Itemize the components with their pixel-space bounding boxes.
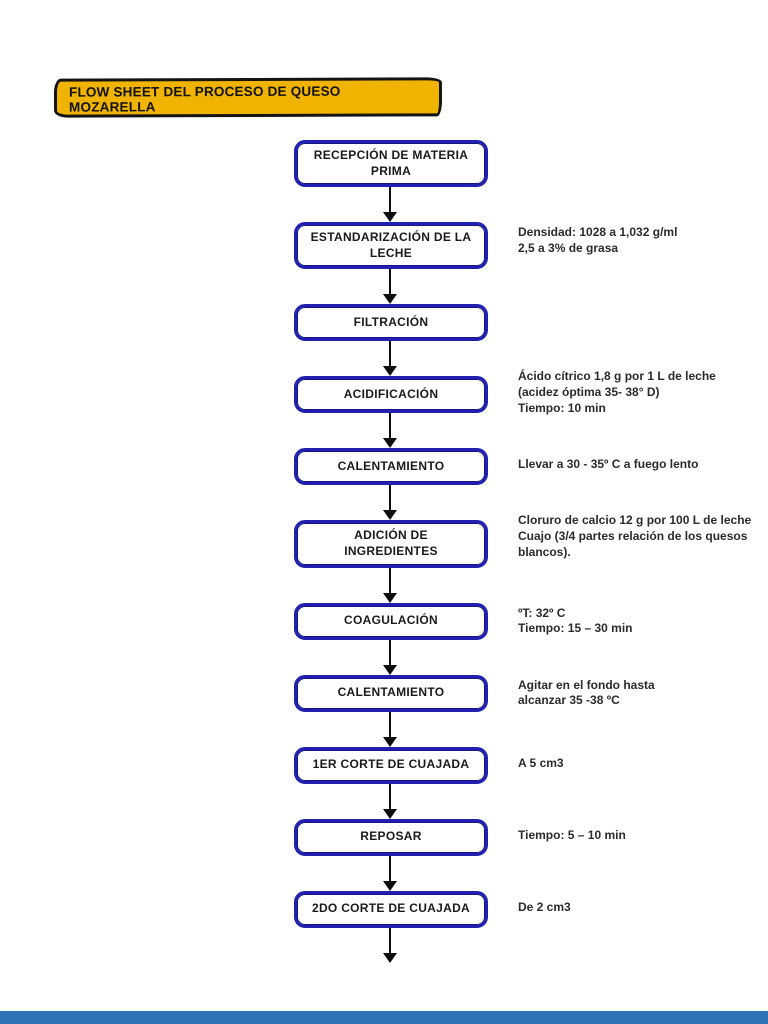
down-arrow-final <box>0 927 768 963</box>
flow-step-adicion-ingredientes: ADICIÓN DE INGREDIENTES Cloruro de calci… <box>0 513 768 568</box>
flow-step-estandarizacion: ESTANDARIZACIÓN DE LA LECHE Densidad: 10… <box>0 222 768 270</box>
arrow-head-icon <box>383 212 397 223</box>
down-arrow <box>0 341 768 377</box>
arrow-line <box>389 485 391 512</box>
title-banner: FLOW SHEET DEL PROCESO DE QUESO MOZARELL… <box>53 77 443 118</box>
down-arrow <box>0 855 768 891</box>
down-arrow <box>0 567 768 603</box>
process-box-label: CALENTAMIENTO <box>337 459 445 474</box>
process-note: Agitar en el fondo hasta alcanzar 35 -38… <box>518 677 655 708</box>
process-box: ADICIÓN DE INGREDIENTES <box>294 520 488 568</box>
process-box-label: 1ER CORTE DE CUAJADA <box>312 757 470 772</box>
arrow-line <box>389 639 391 666</box>
process-box: ESTANDARIZACIÓN DE LA LECHE <box>294 222 488 270</box>
process-note: Ácido cítrico 1,8 g por 1 L de leche (ac… <box>518 369 716 416</box>
arrow-head-icon <box>383 592 397 603</box>
flow-step-segundo-corte: 2DO CORTE DE CUAJADA De 2 cm3 <box>0 890 768 928</box>
arrow-head-icon <box>383 808 397 819</box>
process-box: ACIDIFICACIÓN <box>294 376 488 414</box>
process-box-label: FILTRACIÓN <box>353 315 429 330</box>
flow-step-primer-corte: 1ER CORTE DE CUAJADA A 5 cm3 <box>0 746 768 784</box>
process-note: Tiempo: 5 – 10 min <box>518 827 626 842</box>
process-box: REPOSAR <box>294 818 488 856</box>
process-box-label: ACIDIFICACIÓN <box>343 387 439 402</box>
down-arrow <box>0 485 768 521</box>
arrow-line <box>389 413 391 440</box>
arrow-head-icon <box>383 438 397 449</box>
flow-step-calentamiento-2: CALENTAMIENTO Agitar en el fondo hasta a… <box>0 674 768 712</box>
arrow-head-icon <box>383 880 397 891</box>
process-box: RECEPCIÓN DE MATERIA PRIMA <box>294 140 488 188</box>
process-note: ºT: 32º C Tiempo: 15 – 30 min <box>518 605 633 636</box>
page-title: FLOW SHEET DEL PROCESO DE QUESO MOZARELL… <box>68 83 341 115</box>
process-note: De 2 cm3 <box>518 899 571 914</box>
next-page-edge <box>0 1011 768 1024</box>
flow-step-coagulacion: COAGULACIÓN ºT: 32º C Tiempo: 15 – 30 mi… <box>0 602 768 640</box>
flowchart: RECEPCIÓN DE MATERIA PRIMA ESTANDARIZACI… <box>0 140 768 963</box>
down-arrow <box>0 187 768 223</box>
down-arrow <box>0 711 768 747</box>
flow-step-calentamiento-1: CALENTAMIENTO Llevar a 30 - 35º C a fueg… <box>0 448 768 486</box>
arrow-line <box>389 855 391 882</box>
down-arrow <box>0 413 768 449</box>
arrow-line <box>389 927 391 954</box>
process-box-label: 2DO CORTE DE CUAJADA <box>311 901 470 916</box>
arrow-line <box>389 341 391 368</box>
process-box-label: ESTANDARIZACIÓN DE LA LECHE <box>310 230 472 260</box>
arrow-head-icon <box>383 664 397 675</box>
process-note: A 5 cm3 <box>518 755 564 770</box>
process-box: CALENTAMIENTO <box>294 448 488 486</box>
down-arrow <box>0 639 768 675</box>
process-box: 2DO CORTE DE CUAJADA <box>294 890 488 928</box>
flow-step-acidificacion: ACIDIFICACIÓN Ácido cítrico 1,8 g por 1 … <box>0 369 768 415</box>
down-arrow <box>0 269 768 305</box>
arrow-line <box>389 269 391 296</box>
process-box-label: ADICIÓN DE INGREDIENTES <box>344 528 438 558</box>
process-box: FILTRACIÓN <box>294 304 488 342</box>
flow-step-recepcion: RECEPCIÓN DE MATERIA PRIMA <box>0 140 768 188</box>
process-box: 1ER CORTE DE CUAJADA <box>294 746 488 784</box>
arrow-head-icon <box>383 952 397 963</box>
arrow-line <box>389 711 391 738</box>
process-box-label: REPOSAR <box>360 829 422 844</box>
flow-step-reposar: REPOSAR Tiempo: 5 – 10 min <box>0 818 768 856</box>
process-box: CALENTAMIENTO <box>294 674 488 712</box>
process-box-label: COAGULACIÓN <box>344 613 438 628</box>
process-box: COAGULACIÓN <box>294 602 488 640</box>
process-box-label: CALENTAMIENTO <box>337 685 445 700</box>
process-note: Cloruro de calcio 12 g por 100 L de lech… <box>518 513 752 560</box>
arrow-head-icon <box>383 294 397 305</box>
arrow-line <box>389 567 391 594</box>
arrow-line <box>389 187 391 214</box>
flow-step-filtracion: FILTRACIÓN <box>0 304 768 342</box>
process-box-label: RECEPCIÓN DE MATERIA PRIMA <box>313 148 469 178</box>
arrow-head-icon <box>383 736 397 747</box>
process-note: Densidad: 1028 a 1,032 g/ml 2,5 a 3% de … <box>518 225 678 256</box>
arrow-line <box>389 783 391 810</box>
process-note: Llevar a 30 - 35º C a fuego lento <box>518 457 699 472</box>
arrow-head-icon <box>383 510 397 521</box>
arrow-head-icon <box>383 366 397 377</box>
down-arrow <box>0 783 768 819</box>
